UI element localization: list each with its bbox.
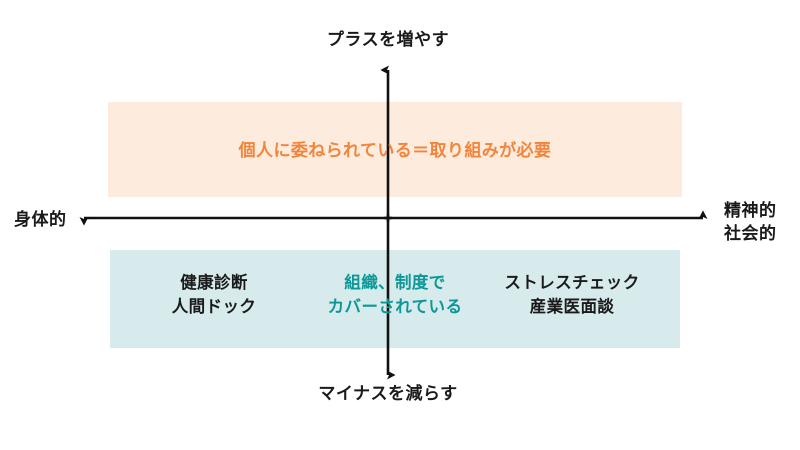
axis-label-top: プラスを増やす: [326, 30, 450, 49]
axis-label-right: 精神的 社会的: [724, 201, 777, 243]
lower-band-cell-mental-text: ストレスチェック 産業医面談: [504, 274, 640, 316]
lower-band-region: [110, 250, 680, 348]
lower-band-cell-center-text: 組織、制度で カバーされている: [327, 274, 463, 316]
axis-label-bottom: マイナスを減らす: [318, 384, 458, 403]
axis-label-left: 身体的: [14, 210, 67, 229]
upper-band-region: [108, 102, 682, 197]
lower-band-cell-physical-text: 健康診断 人間ドック: [171, 274, 257, 316]
upper-band-text: 個人に委ねられている＝取り組みが必要: [238, 141, 552, 160]
